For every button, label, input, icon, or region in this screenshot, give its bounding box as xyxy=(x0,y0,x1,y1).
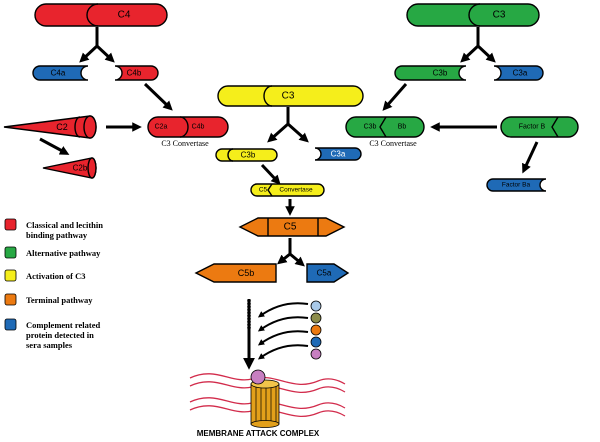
c4-node: C4 xyxy=(34,3,168,27)
c4-label: C4 xyxy=(118,10,131,21)
c5-split-arrows xyxy=(277,238,305,267)
c3-center-label: C3 xyxy=(282,91,295,102)
c2-node: C2 xyxy=(3,115,97,139)
c4b-label: C4b xyxy=(127,69,142,78)
c3a-center-node: C3a xyxy=(314,147,362,161)
mac-assembly xyxy=(243,299,322,370)
c3-top-split-arrows xyxy=(460,27,496,63)
c4a-label: C4a xyxy=(51,69,66,78)
factor-ba-node: Factor Ba xyxy=(486,178,547,192)
c3b-alt-node: C3b xyxy=(394,65,467,81)
mac-protein-dot xyxy=(310,300,322,312)
factor-b-shape xyxy=(500,116,579,138)
legend-swatch xyxy=(4,218,17,231)
c3a-alt-shape xyxy=(493,65,544,81)
bb-conv-label: Bb xyxy=(398,124,407,131)
c5a-shape xyxy=(306,263,350,283)
c2b-node: C2b xyxy=(42,157,97,179)
pore-cylinder xyxy=(250,369,280,428)
c5a-label: C5a xyxy=(317,269,332,278)
c5-convertase-node: C5 Convertase xyxy=(250,183,325,197)
mac-protein-dot xyxy=(310,312,322,324)
legend-label: Alternative pathway xyxy=(26,248,101,258)
mac-protein-dot xyxy=(310,348,322,360)
c2-label: C2 xyxy=(56,122,68,132)
legend-swatch xyxy=(4,246,17,259)
c5b-shape xyxy=(194,263,277,283)
c3b-alt-label: C3b xyxy=(433,69,448,78)
legend-label: Complement related xyxy=(26,320,100,330)
c4a-shape xyxy=(32,65,89,81)
c3a-alt-label: C3a xyxy=(513,69,528,78)
c4-divider xyxy=(86,3,99,27)
c2b-label: C2b xyxy=(73,164,88,173)
c5a-node: C5a xyxy=(306,263,350,283)
c3b-center-node: C3b xyxy=(215,148,278,162)
alt-convertase-capsule xyxy=(345,116,425,138)
legend-label: Classical and lecithin xyxy=(26,220,103,230)
c3-center-node: C3 xyxy=(217,85,364,107)
c3-top-label: C3 xyxy=(493,10,506,21)
c3-top-capsule xyxy=(406,3,540,27)
mac-protein-dots xyxy=(310,300,322,360)
mac-protein-dot xyxy=(310,324,322,336)
c5-conv-text-label: Convertase xyxy=(279,187,313,194)
c3-center-capsule xyxy=(217,85,364,107)
factor-ba-label: Factor Ba xyxy=(502,182,531,189)
alt-convertase-caption: C3 Convertase xyxy=(369,139,417,148)
classical-convertase-caption: C3 Convertase xyxy=(161,139,209,148)
c5b-node: C5b xyxy=(194,263,277,283)
legend-swatch xyxy=(4,269,17,282)
membrane-pore: MEMBRANE ATTACK COMPLEX xyxy=(189,369,346,438)
legend-label: sera samples xyxy=(26,340,73,350)
c3-top-node: C3 xyxy=(406,3,540,27)
c3-center-split-arrows xyxy=(267,107,309,143)
legend-swatch xyxy=(4,293,17,306)
mac-protein-dot xyxy=(310,336,322,348)
factor-ba-shape xyxy=(486,178,547,192)
legend-label: protein detected in xyxy=(26,330,94,340)
c4b-node: C4b xyxy=(114,65,159,81)
c3a-alt-node: C3a xyxy=(493,65,544,81)
c3a-center-shape xyxy=(314,147,362,161)
c4b-conv-label: C4b xyxy=(192,124,205,131)
c4a-node: C4a xyxy=(32,65,89,81)
c2-wedge xyxy=(3,115,97,139)
c5-label: C5 xyxy=(284,222,297,233)
legend-label: binding pathway xyxy=(26,230,88,240)
c3b-alt-shape xyxy=(394,65,467,81)
legend-label: Activation of C3 xyxy=(26,271,86,281)
factor-b-label: Factor B xyxy=(519,124,546,131)
mac-caption: MEMBRANE ATTACK COMPLEX xyxy=(197,429,320,438)
c4-split-arrows xyxy=(79,27,115,63)
c3b-conv-label: C3b xyxy=(364,124,377,131)
c5b-label: C5b xyxy=(238,268,255,278)
legend-label: Terminal pathway xyxy=(26,295,93,305)
factor-b-node: Factor B xyxy=(500,116,579,138)
alternative-c3-convertase: C3b Bb C3 Convertase xyxy=(345,116,425,148)
c3b-center-label: C3b xyxy=(241,151,256,160)
c5-conv-c5-label: C5 xyxy=(259,187,268,194)
c3b-center-shape xyxy=(215,148,278,162)
c2a-conv-label: C2a xyxy=(155,124,168,131)
legend-swatch xyxy=(4,318,17,331)
c4b-shape xyxy=(114,65,159,81)
classical-c3-convertase: C2a C4b C3 Convertase xyxy=(147,116,229,148)
c5-node: C5 xyxy=(238,217,346,237)
mac-curved-arrows xyxy=(257,302,309,360)
c3a-center-label: C3a xyxy=(331,150,346,159)
c4-capsule xyxy=(34,3,168,27)
